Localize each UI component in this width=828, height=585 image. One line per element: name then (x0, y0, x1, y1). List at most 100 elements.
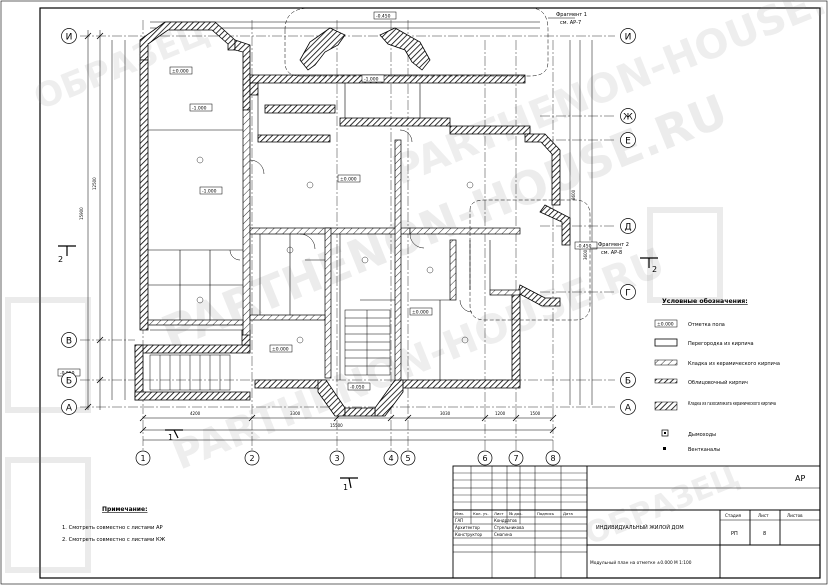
axis-bubble-А: А (61, 399, 77, 415)
row-axes-left: И В Б А (61, 28, 77, 415)
tb-name: Смагина (494, 532, 513, 537)
section-mark-label: 2 (652, 265, 657, 274)
vent-duct-icon (663, 447, 666, 450)
sheet-title: Модульный план на отметке ±0.000 М 1:100 (590, 559, 692, 566)
tb-role: ГАП (455, 518, 463, 523)
svg-text:Г: Г (625, 289, 631, 299)
level-text: -1.000 (192, 106, 207, 112)
svg-text:А: А (625, 404, 632, 414)
callout-title: Фрагмент 2 (598, 242, 629, 248)
note-line: 2. Смотреть совместно с листами КЖ (62, 537, 166, 543)
room-tags (196, 156, 474, 344)
sheet-code: АР (795, 474, 805, 483)
legend-title: Условные обозначения: (662, 297, 748, 305)
axis-bubble-6: 6 (477, 450, 493, 466)
axis-bubble-8: 8 (545, 450, 561, 466)
svg-text:И: И (625, 33, 632, 43)
callout-ref: см. АР-7 (560, 20, 581, 26)
tb-header: Подпись (537, 511, 555, 516)
svg-text:Д: Д (624, 223, 631, 233)
tb-sheet-header: Лист (758, 513, 769, 518)
project-title: ИНДИВИДУАЛЬНЫЙ ЖИЛОЙ ДОМ (596, 524, 684, 531)
axis-bubble-А: А (620, 399, 636, 415)
svg-text:8: 8 (550, 454, 555, 463)
svg-text:А: А (66, 404, 73, 414)
axis-grid (80, 20, 615, 450)
axis-bubble-И: И (61, 28, 77, 44)
title-block (452, 465, 821, 579)
svg-text:В: В (66, 337, 72, 347)
level-text: ±0.000 (412, 310, 429, 316)
tb-name: Стрельникова (494, 525, 524, 530)
svg-text:Е: Е (625, 137, 631, 147)
svg-text:15500: 15500 (330, 423, 343, 428)
svg-text:Б: Б (625, 377, 631, 387)
axis-bubble-Б: Б (620, 372, 636, 388)
level-mark: ±0.000 (337, 174, 361, 183)
row-axes-right: И Ж Е Д Г Б А (620, 28, 636, 415)
axis-bubble-2: 2 (244, 450, 260, 466)
partitions (148, 83, 491, 380)
level-text: ±0.000 (272, 347, 289, 353)
tb-name: Кондратов (494, 518, 517, 523)
axis-bubble-4: 4 (383, 450, 399, 466)
legend-swatch-level (654, 319, 678, 328)
level-text: ±0.000 (340, 177, 357, 183)
svg-text:8600: 8600 (571, 189, 576, 200)
section-mark-label: 1 (168, 433, 173, 442)
level-mark: -1.000 (199, 186, 223, 195)
svg-text:12500: 12500 (92, 177, 97, 190)
legend-label: Облицовочный кирпич (688, 379, 748, 386)
axis-bubble-Ж: Ж (620, 108, 636, 124)
notes: Примечание: 1. Смотреть совместно с лист… (62, 506, 166, 543)
legend: Условные обозначения: ±0.000 Отметка пол… (654, 297, 780, 453)
level-mark: -0.450 (373, 11, 397, 20)
tb-header: Дата (563, 511, 573, 516)
level-mark: -1.000 (189, 103, 213, 112)
level-text: -1.000 (202, 189, 217, 195)
legend-label: Кладка из газосиликата керамического кир… (688, 401, 776, 407)
section-mark-label: 2 (58, 255, 63, 264)
legend-swatch-partition (654, 338, 678, 347)
tb-header: Кол. уч. (473, 511, 489, 516)
svg-text:4: 4 (388, 454, 393, 463)
level-mark: ±0.000 (169, 66, 193, 75)
tb-stage: РП (731, 531, 738, 537)
tb-header: № док. (509, 511, 523, 516)
svg-text:1500: 1500 (530, 411, 541, 416)
svg-text:2: 2 (249, 454, 254, 463)
axis-bubble-Е: Е (620, 132, 636, 148)
level-text: -0.050 (350, 385, 365, 391)
level-mark: ±0.000 (269, 344, 293, 353)
svg-text:6: 6 (482, 454, 487, 463)
svg-text:3300: 3300 (290, 411, 301, 416)
axis-bubble-Г: Г (620, 284, 636, 300)
level-mark: -0.450 (574, 241, 598, 250)
tb-role: Архитектор (455, 525, 480, 530)
external-walls (134, 21, 571, 417)
section-mark-label: 1 (343, 483, 348, 492)
legend-swatch-facing-brick (654, 378, 678, 384)
axis-bubble-5: 5 (400, 450, 416, 466)
legend-label: Вентканалы (688, 447, 720, 453)
tb-sheets-header: Листов (787, 513, 803, 518)
level-mark: -0.050 (347, 382, 371, 391)
watermark-logo-right (647, 207, 723, 303)
svg-text:1200: 1200 (495, 411, 506, 416)
fragment-callout-2: Фрагмент 2 см. АР-8 (590, 242, 629, 256)
legend-swatch-gas-silicate (654, 401, 678, 411)
svg-text:5: 5 (405, 454, 410, 463)
level-text: -0.450 (577, 244, 592, 250)
axis-bubble-1: 1 (135, 450, 151, 466)
tb-sheet-no: 8 (763, 531, 766, 537)
svg-text:3600: 3600 (583, 249, 588, 260)
svg-text:7: 7 (513, 454, 518, 463)
section-marks: 2 2 1 1 (58, 245, 658, 492)
staircase (149, 309, 391, 391)
legend-label: Отметка пола (688, 322, 725, 328)
svg-text:15900: 15900 (79, 207, 84, 220)
svg-text:1: 1 (140, 454, 145, 463)
column-axes: 1 2 3 4 5 6 7 8 (135, 450, 561, 466)
level-mark: ±0.000 (409, 307, 433, 316)
tb-header: Изм. (455, 511, 464, 516)
